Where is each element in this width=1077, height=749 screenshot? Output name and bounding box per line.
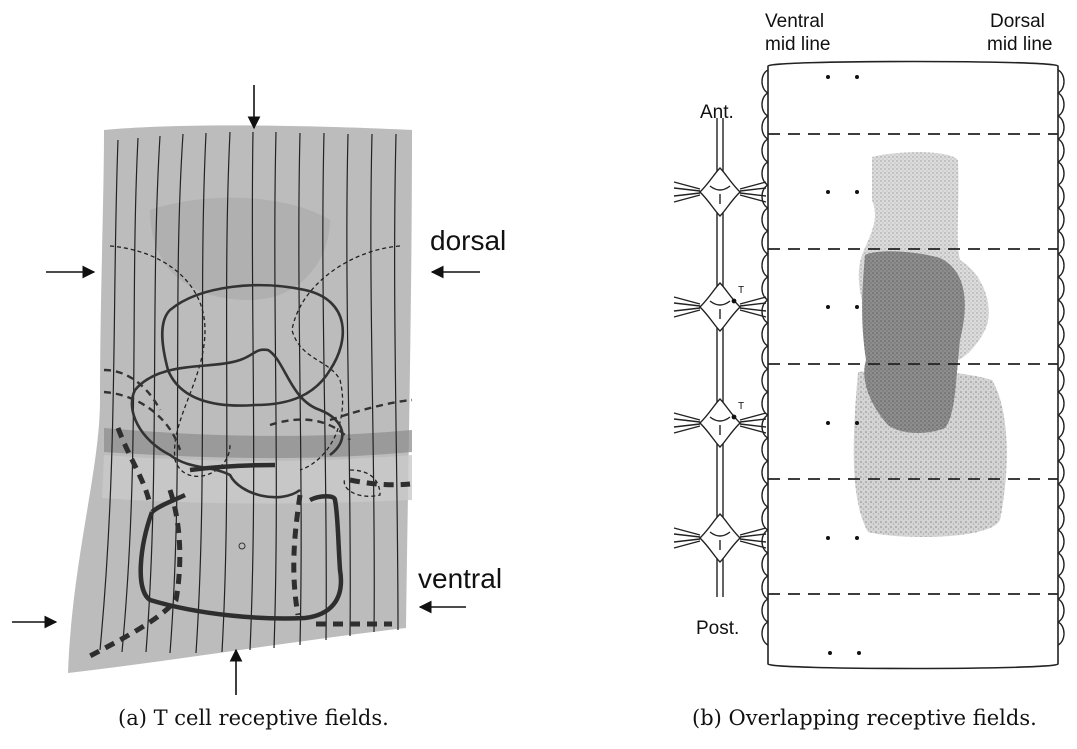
annulus-scallop-left — [762, 231, 768, 254]
annulus-scallop-right — [1058, 254, 1064, 277]
annulus-scallop-left — [762, 70, 768, 93]
annulus-scallop-left — [762, 369, 768, 392]
caption-a: (a) T cell receptive fields. — [118, 706, 389, 730]
annulus-scallop-right — [1058, 438, 1064, 461]
midline-dots — [826, 75, 861, 655]
annulus-scallop-right — [1058, 139, 1064, 162]
label-ant: Ant. — [700, 102, 734, 123]
annulus-scallop-right — [1058, 346, 1064, 369]
annulus-scallop-right — [1058, 599, 1064, 622]
annulus-scallop-right — [1058, 392, 1064, 415]
annulus-scallop-left — [762, 93, 768, 116]
annulus-scallop-left — [762, 461, 768, 484]
annulus-scallop-right — [1058, 208, 1064, 231]
annulus-scallop-right — [1058, 507, 1064, 530]
annulus-scallop-left — [762, 116, 768, 139]
ganglion — [674, 168, 766, 216]
t-cell-label: T — [738, 401, 744, 412]
annulus-scallop-left — [762, 346, 768, 369]
ganglion: T — [674, 283, 766, 331]
annulus-scallop-right — [1058, 162, 1064, 185]
panel-a-skin-map: dorsal ventral — [12, 85, 506, 695]
label-post: Post. — [696, 618, 739, 639]
t-cell-soma — [732, 415, 737, 420]
annulus-scallop-left — [762, 139, 768, 162]
annulus-scallop-left — [762, 622, 768, 645]
annulus-scallop-left — [762, 438, 768, 461]
ganglia: TT — [674, 168, 766, 562]
annulus-scallop-right — [1058, 484, 1064, 507]
annulus-scallop-left — [762, 599, 768, 622]
annulus-scallop-right — [1058, 116, 1064, 139]
left-annuli-scallops — [762, 70, 768, 645]
annulus-scallop-left — [762, 484, 768, 507]
annulus-scallop-left — [762, 576, 768, 599]
ganglion — [674, 514, 766, 562]
annulus-scallop-right — [1058, 185, 1064, 208]
annulus-scallop-right — [1058, 277, 1064, 300]
annulus-scallop-left — [762, 392, 768, 415]
annulus-scallop-right — [1058, 415, 1064, 438]
annulus-scallop-right — [1058, 231, 1064, 254]
label-dorsal: dorsal — [430, 225, 506, 256]
annulus-scallop-right — [1058, 461, 1064, 484]
annulus-scallop-right — [1058, 323, 1064, 346]
label-ventral-midline-2: mid line — [765, 34, 830, 55]
ganglion: T — [674, 399, 766, 447]
right-annuli-scallops — [1058, 70, 1064, 645]
annulus-scallop-right — [1058, 300, 1064, 323]
annulus-scallop-right — [1058, 93, 1064, 116]
annulus-scallop-left — [762, 553, 768, 576]
label-dorsal-midline-2: mid line — [987, 34, 1052, 55]
panel-b-segment-diagram: TT Ant. Post. Ventral mid line Dorsal mi… — [674, 11, 1064, 669]
annulus-scallop-left — [762, 323, 768, 346]
t-cell-soma — [732, 299, 737, 304]
label-dorsal-midline-1: Dorsal — [990, 11, 1045, 32]
annulus-scallop-right — [1058, 530, 1064, 553]
annulus-scallop-right — [1058, 576, 1064, 599]
annulus-scallop-left — [762, 254, 768, 277]
label-ventral-midline-1: Ventral — [765, 11, 824, 32]
receptive-field-dark — [862, 251, 965, 433]
annulus-scallop-left — [762, 507, 768, 530]
t-cell-label: T — [738, 285, 744, 296]
label-ventral: ventral — [418, 563, 502, 594]
caption-b: (b) Overlapping receptive fields. — [692, 706, 1037, 730]
annulus-scallop-right — [1058, 553, 1064, 576]
annulus-scallop-right — [1058, 70, 1064, 93]
annulus-scallop-left — [762, 208, 768, 231]
annulus-scallop-right — [1058, 622, 1064, 645]
annulus-scallop-right — [1058, 369, 1064, 392]
